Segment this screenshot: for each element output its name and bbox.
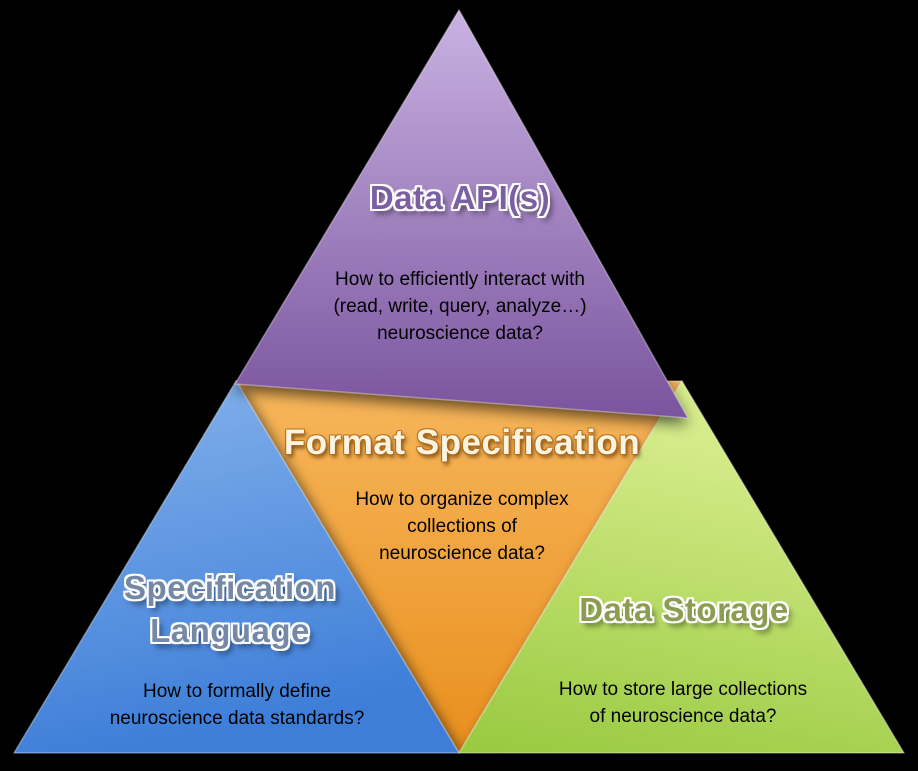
format-specification-body: How to organize complex collections of n… xyxy=(302,486,622,567)
data-storage-body: How to store large collections of neuros… xyxy=(493,676,873,730)
specification-language-triangle xyxy=(13,380,460,754)
data-storage-triangle xyxy=(458,380,905,754)
format-specification-body-line: How to organize complex xyxy=(355,489,569,510)
data-api-body-line: neuroscience data? xyxy=(377,323,543,344)
format-specification-title: Format Specification xyxy=(283,423,641,462)
specification-language-title-line: Specification xyxy=(124,569,336,606)
specification-language-title: Specification Language xyxy=(80,566,380,652)
specification-language-body-line: How to formally define xyxy=(143,681,331,702)
specification-language-body-line: neuroscience data standards? xyxy=(109,708,365,729)
data-api-triangle xyxy=(234,9,689,419)
data-api-body-line: How to efficiently interact with xyxy=(335,269,585,290)
specification-language-body: How to formally define neuroscience data… xyxy=(57,678,417,732)
data-api-title: Data API(s) xyxy=(369,179,551,216)
data-storage-body-line: of neuroscience data? xyxy=(589,706,777,727)
data-api-body-line: (read, write, query, analyze…) xyxy=(333,296,587,317)
data-storage-title: Data Storage xyxy=(579,591,789,628)
data-storage-body-line: How to store large collections xyxy=(558,679,808,700)
data-api-body: How to efficiently interact with (read, … xyxy=(280,266,640,347)
format-specification-body-line: neuroscience data? xyxy=(379,543,545,564)
format-specification-body-line: collections of xyxy=(407,516,517,537)
specification-language-title-line: Language xyxy=(150,612,310,649)
